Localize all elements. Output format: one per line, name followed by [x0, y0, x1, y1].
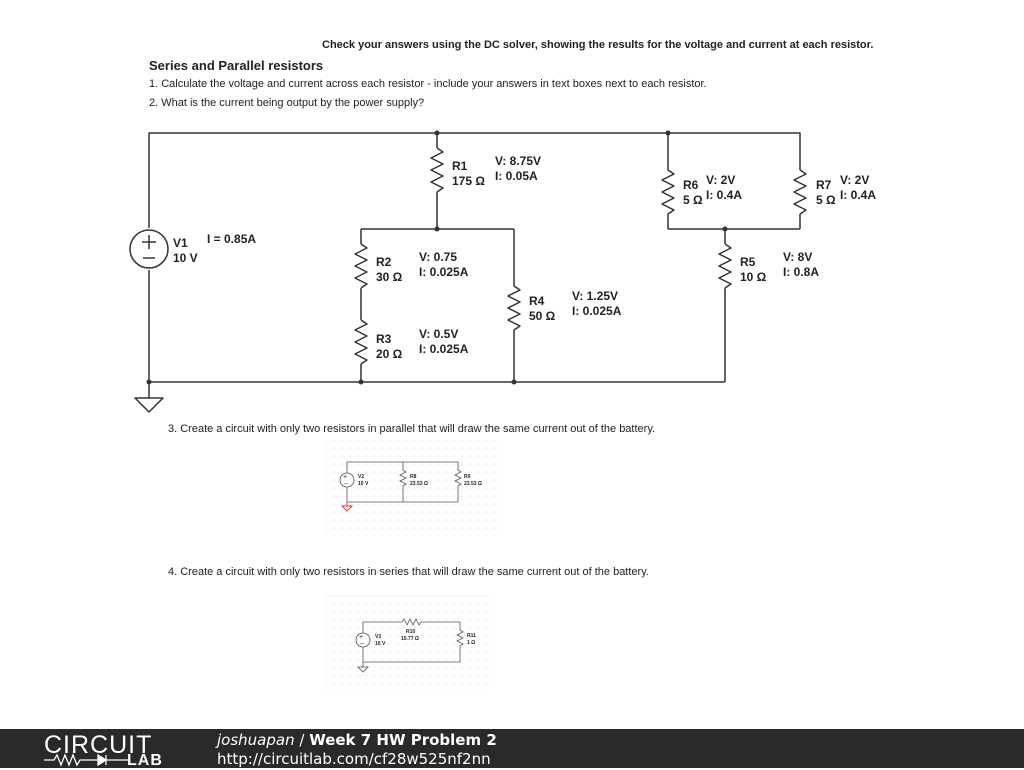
r5-current: I: 0.8A: [783, 265, 819, 279]
r7-name: R7: [816, 178, 832, 192]
r1-value: 175 Ω: [452, 174, 485, 188]
supply-current: I = 0.85A: [207, 232, 256, 246]
r6-name: R6: [683, 178, 699, 192]
question-1: 1. Calculate the voltage and current acr…: [149, 78, 707, 90]
question-2: 2. What is the current being output by t…: [149, 97, 425, 109]
r4-value: 50 Ω: [529, 309, 556, 323]
r1-voltage: V: 8.75V: [495, 154, 541, 168]
v3-value: 10 V: [375, 641, 386, 647]
parallel-circuit-thumbnail: + − V2 10 V R8 23.53 Ω R9 23.53 Ω: [326, 440, 498, 536]
v3-name: V3: [375, 634, 381, 640]
r10-name: R10: [406, 629, 415, 635]
page-title: Series and Parallel resistors: [149, 58, 324, 73]
r5-name: R5: [740, 255, 756, 269]
question-3: 3. Create a circuit with only two resist…: [168, 423, 656, 435]
footer-separator: /: [294, 731, 310, 749]
r9-name: R9: [464, 474, 471, 480]
r3-value: 20 Ω: [376, 347, 403, 361]
v2-value: 10 V: [358, 481, 369, 487]
r7-current: I: 0.4A: [840, 188, 876, 202]
footer-project: Week 7 HW Problem 2: [309, 731, 497, 749]
svg-text:−: −: [344, 481, 348, 488]
r5-value: 10 Ω: [740, 270, 767, 284]
r9-value: 23.53 Ω: [464, 481, 482, 487]
v1-value: 10 V: [173, 251, 198, 265]
r5-voltage: V: 8V: [783, 250, 812, 264]
footer-bar: CIRCUIT LAB joshuapan / Week 7 HW Proble…: [0, 729, 1024, 769]
v1-name: V1: [173, 236, 188, 250]
r4-voltage: V: 1.25V: [572, 289, 618, 303]
brand-logo-bottom: LAB: [127, 752, 163, 769]
r1-current: I: 0.05A: [495, 169, 538, 183]
r6-value: 5 Ω: [683, 193, 703, 207]
r6-current: I: 0.4A: [706, 188, 742, 202]
r7-voltage: V: 2V: [840, 173, 869, 187]
r3-name: R3: [376, 332, 392, 346]
header-note: Check your answers using the DC solver, …: [322, 39, 874, 51]
r3-current: I: 0.025A: [419, 342, 469, 356]
footer-username[interactable]: joshuapan: [217, 731, 295, 749]
r10-value: 10.77 Ω: [401, 636, 419, 642]
r2-name: R2: [376, 255, 392, 269]
r4-current: I: 0.025A: [572, 304, 622, 318]
r8-value: 23.53 Ω: [410, 481, 428, 487]
r2-value: 30 Ω: [376, 270, 403, 284]
svg-text:+: +: [359, 634, 363, 641]
footer-url[interactable]: http://circuitlab.com/cf28w525nf2nn: [217, 750, 491, 768]
r2-current: I: 0.025A: [419, 265, 469, 279]
r8-name: R8: [410, 474, 417, 480]
svg-text:−: −: [360, 641, 364, 648]
r2-voltage: V: 0.75: [419, 250, 457, 264]
v2-name: V2: [358, 474, 364, 480]
series-circuit-thumbnail: + − V3 10 V R10 10.77 Ω R11 1 Ω: [326, 595, 490, 690]
r6-voltage: V: 2V: [706, 173, 735, 187]
main-circuit-schematic: V1 10 V I = 0.85A R1 175 Ω V: 8.75V I: 0…: [129, 130, 876, 413]
r11-value: 1 Ω: [467, 640, 475, 646]
r11-name: R11: [467, 633, 476, 639]
r3-voltage: V: 0.5V: [419, 327, 458, 341]
r4-name: R4: [529, 294, 545, 308]
r7-value: 5 Ω: [816, 193, 836, 207]
footer-title: joshuapan / Week 7 HW Problem 2: [217, 731, 497, 749]
svg-text:+: +: [343, 474, 347, 481]
question-4: 4. Create a circuit with only two resist…: [168, 566, 649, 578]
r1-name: R1: [452, 159, 468, 173]
resistor-diode-logo-icon: [44, 753, 128, 767]
